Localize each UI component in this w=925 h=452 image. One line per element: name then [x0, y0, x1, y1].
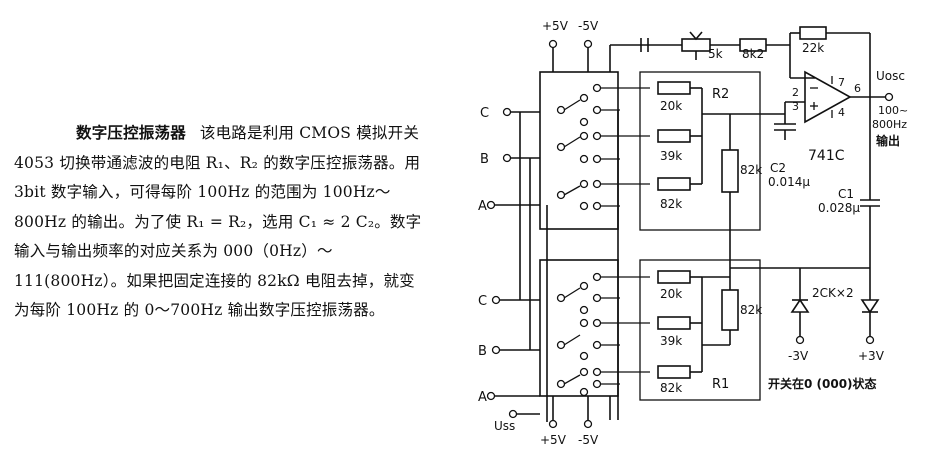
input-a-bottom-label: A — [478, 390, 487, 405]
description-body: 该电路是利用 CMOS 模拟开关 4053 切换带通滤波的电阻 R₁、R₂ 的数… — [14, 124, 422, 319]
r-22k-label: 22k — [802, 41, 824, 55]
input-c-top-label: C — [480, 106, 489, 121]
c1-label: C1 — [838, 187, 854, 201]
diode-label: 2CK×2 — [812, 286, 854, 300]
switch-state-note: 开关在0 (000)状态 — [768, 376, 877, 391]
switch-a-top — [556, 179, 650, 211]
opamp-label: 741C — [808, 148, 845, 164]
switch-a-bottom — [556, 367, 650, 397]
diode-right — [860, 280, 880, 345]
neg-3v-label: -3V — [788, 349, 809, 363]
input-a-top-label: A — [478, 199, 487, 214]
r2-label: R2 — [712, 87, 729, 102]
pin-3-label: 3 — [792, 100, 799, 113]
r-39k-top-label: 39k — [660, 149, 682, 163]
uss-label: Uss — [494, 419, 515, 433]
c2-value: 0.014μ — [768, 175, 810, 189]
switch-c-top — [556, 83, 650, 127]
out-label: Uosc — [876, 69, 905, 83]
control-lines-top — [494, 111, 548, 396]
pin-4-label: 4 — [838, 106, 845, 119]
r2-network-box — [639, 71, 761, 231]
input-b-top-label: B — [480, 152, 489, 167]
supply-top-pos-label: +5V — [542, 19, 569, 33]
r-82k-fixed-top-label: 82k — [740, 163, 762, 177]
r-20k-top-label: 20k — [660, 99, 682, 113]
capacitor-c2 — [774, 114, 796, 140]
pin-2-label: 2 — [792, 86, 799, 99]
out-range-2: 800Hz — [872, 118, 907, 131]
output-terminal — [884, 92, 894, 102]
description-text: 数字压控振荡器该电路是利用 CMOS 模拟开关 4053 切换带通滤波的电阻 R… — [14, 118, 424, 326]
pot-5k-label: 5k — [708, 47, 723, 61]
out-word: 输出 — [876, 133, 900, 148]
diode-left — [790, 268, 810, 345]
feedback-network — [648, 26, 871, 97]
supply-top-neg-label: -5V — [578, 19, 599, 33]
control-lines-bottom — [494, 110, 619, 420]
r-82k-top-label: 82k — [660, 197, 682, 211]
supply-bot-neg-label: -5V — [578, 433, 599, 447]
r-39k-bottom-label: 39k — [660, 334, 682, 348]
input-b-bottom-label: B — [478, 344, 487, 359]
switch-b-top — [556, 131, 650, 164]
description-title: 数字压控振荡器 — [76, 123, 186, 142]
r-82k-fixed-bottom-label: 82k — [740, 303, 762, 317]
supply-pins-bottom — [508, 396, 611, 429]
c2-label: C2 — [770, 161, 786, 175]
supply-pins-top — [548, 38, 649, 72]
r1-resistors — [657, 267, 870, 379]
r1-label: R1 — [712, 377, 729, 392]
c1-value: 0.028μ — [818, 201, 860, 215]
supply-bot-pos-label: +5V — [540, 433, 567, 447]
switch-c-bottom — [556, 272, 650, 315]
r1-network-box — [639, 259, 761, 401]
opamp-741c — [784, 70, 885, 124]
out-range-1: 100~ — [878, 104, 908, 117]
pin-7-label: 7 — [838, 76, 845, 89]
pos-3v-label: +3V — [858, 349, 885, 363]
r-20k-bottom-label: 20k — [660, 287, 682, 301]
r-8k2-label: 8k2 — [742, 47, 764, 61]
r2-resistors — [657, 81, 785, 268]
input-c-bottom-label: C — [478, 294, 487, 309]
r-82k-bottom-label: 82k — [660, 381, 682, 395]
switch-b-bottom — [556, 318, 650, 361]
pin-6-label: 6 — [854, 82, 861, 95]
